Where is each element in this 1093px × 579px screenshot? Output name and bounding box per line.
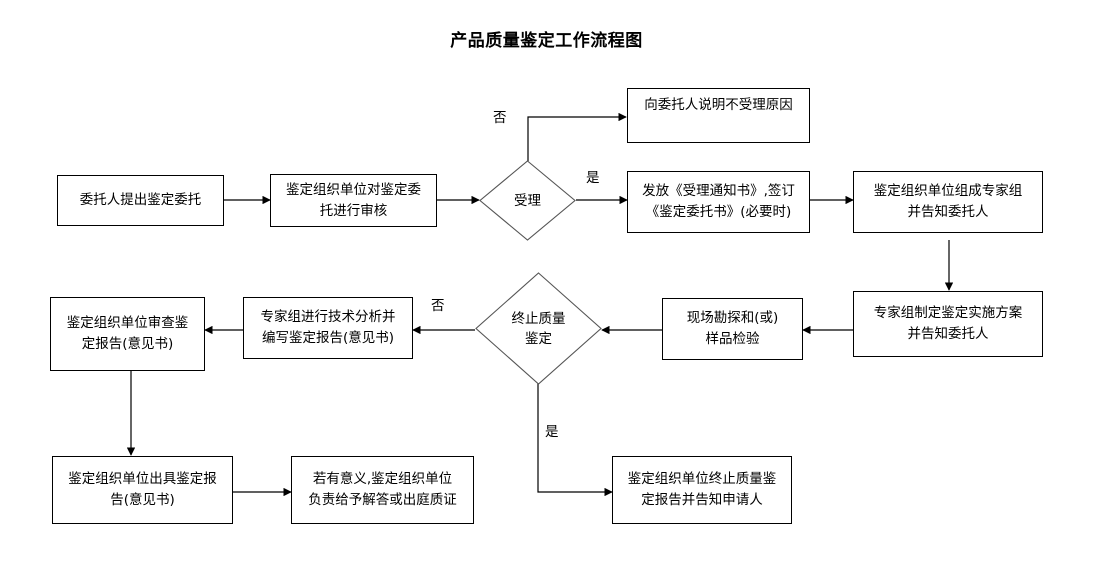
node-terminate-report-notify[interactable]: 鉴定组织单位终止质量鉴 定报告并告知申请人 [612,456,792,524]
node-label: 鉴定组织单位组成专家组 并告知委托人 [873,183,1023,220]
edge-label-decision-terminate-yes: 是 [545,424,559,440]
node-label: 专家组制定鉴定实施方案 并告知委托人 [873,305,1023,342]
node-label: 若有意义,鉴定组织单位 负责给予解答或出庭质证 [308,471,457,508]
edge-label-decision-terminate-no: 否 [431,298,445,314]
node-organization-audits-report[interactable]: 鉴定组织单位审查鉴 定报告(意见书) [50,297,205,371]
node-label: 鉴定组织单位终止质量鉴 定报告并告知申请人 [627,471,777,508]
node-label: 受理 [514,192,541,209]
node-label: 发放《受理通知书》,签订 《鉴定委托书》(必要时) [642,183,795,220]
diamond-shape [479,160,576,241]
edge-d2-n12 [537,371,613,497]
node-label: 专家组进行技术分析并 编写鉴定报告(意见书) [260,309,396,346]
node-label: 终止质量 鉴定 [511,310,566,347]
node-site-survey-sample-test[interactable]: 现场勘探和(或) 样品检验 [662,298,803,360]
node-label: 鉴定组织单位对鉴定委 托进行审核 [286,181,421,219]
node-technical-analysis-report[interactable]: 专家组进行技术分析并 编写鉴定报告(意见书) [243,297,413,359]
node-label: 向委托人说明不受理原因 [644,97,793,113]
decision-terminate-appraisal[interactable]: 终止质量 鉴定 [475,272,602,385]
node-organization-reviews-request[interactable]: 鉴定组织单位对鉴定委 托进行审核 [270,174,437,227]
node-expert-group-plan[interactable]: 专家组制定鉴定实施方案 并告知委托人 [853,291,1043,357]
node-label: 鉴定组织单位出具鉴定报 告(意见书) [68,471,217,508]
page-title: 产品质量鉴定工作流程图 [450,31,643,51]
node-form-expert-group[interactable]: 鉴定组织单位组成专家组 并告知委托人 [853,171,1043,233]
node-organization-issues-report[interactable]: 鉴定组织单位出具鉴定报 告(意见书) [52,456,233,524]
diamond-shape [475,272,602,385]
edge-label-decision-accept-yes: 是 [586,170,600,186]
node-client-submits-request[interactable]: 委托人提出鉴定委托 [57,175,224,226]
node-label: 鉴定组织单位审查鉴 定报告(意见书) [66,315,189,352]
edge-d1-n3 [527,112,627,161]
decision-accept-case[interactable]: 受理 [479,160,576,241]
node-explain-rejection-reason[interactable]: 向委托人说明不受理原因 [627,88,810,143]
node-issue-acceptance-notice[interactable]: 发放《受理通知书》,签订 《鉴定委托书》(必要时) [627,171,810,233]
node-label: 现场勘探和(或) 样品检验 [686,310,779,347]
node-label: 委托人提出鉴定委托 [79,192,202,208]
node-answer-or-court-testimony[interactable]: 若有意义,鉴定组织单位 负责给予解答或出庭质证 [291,456,474,524]
edge-label-decision-accept-no: 否 [493,110,507,126]
